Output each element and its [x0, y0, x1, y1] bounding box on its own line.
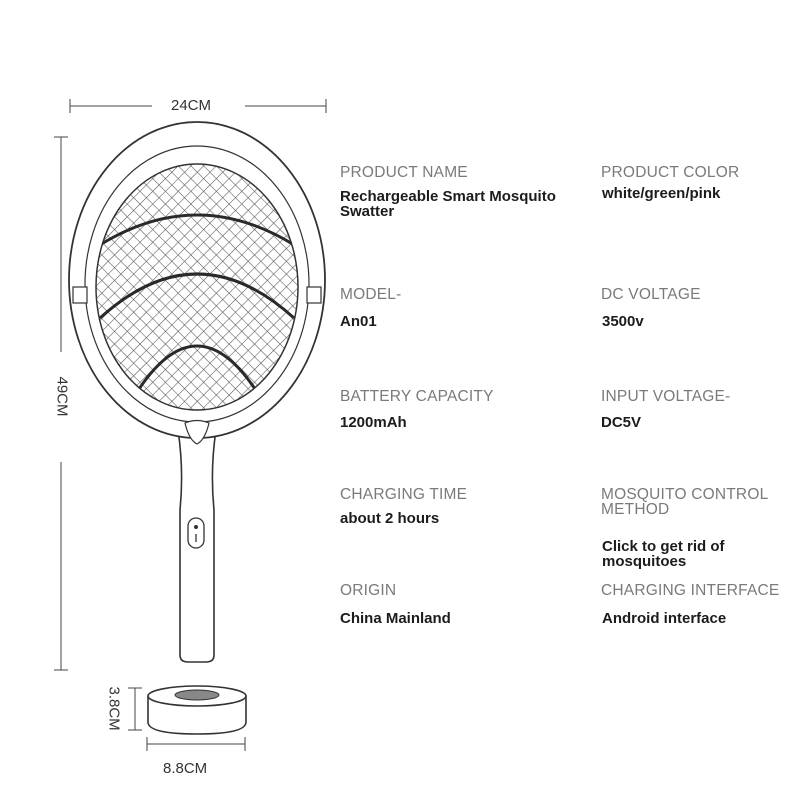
height-dimension-line [54, 136, 68, 671]
base-width-dimension-line [146, 737, 246, 751]
spec-value-charging-interface: Android interface [602, 610, 727, 627]
base-height-dimension-label: 3.8CM [105, 686, 123, 731]
spec-label-battery-capacity: BATTERY CAPACITY [340, 388, 494, 405]
spec-value-product-color: white/green/pink [602, 185, 721, 202]
charging-base [147, 685, 247, 735]
spec-value-mosquito-control-method: Click to get rid of mosquitoes [602, 538, 725, 570]
height-dimension-label: 49CM [53, 376, 71, 417]
width-dimension-label: 24CM [171, 97, 212, 114]
indicator-light [184, 419, 210, 445]
spec-label-origin: ORIGIN [340, 582, 397, 599]
swatter-mesh [95, 163, 299, 411]
spec-label-model: MODEL- [340, 286, 402, 303]
spec-value-charging-time: about 2 hours [340, 510, 440, 527]
spec-value-battery-capacity: 1200mAh [340, 414, 407, 431]
base-width-dimension-label: 8.8CM [163, 760, 208, 777]
spec-label-product-color: PRODUCT COLOR [601, 164, 740, 181]
spec-label-charging-interface: CHARGING INTERFACE [601, 582, 780, 599]
spec-label-dc-voltage: DC VOLTAGE [601, 286, 701, 303]
width-dimension-line [69, 99, 327, 113]
spec-value-input-voltage: DC5V [601, 414, 642, 431]
spec-label-mosquito-control-method: MOSQUITO CONTROL METHOD [601, 486, 768, 518]
spec-value-dc-voltage: 3500v [602, 313, 644, 330]
spec-value-model: An01 [340, 313, 377, 330]
spec-label-input-voltage: INPUT VOLTAGE- [601, 388, 731, 405]
spec-value-product-name: Rechargeable Smart Mosquito Swatter [340, 188, 556, 220]
swatter-handle [177, 429, 217, 663]
spec-label-product-name: PRODUCT NAME [340, 164, 468, 181]
spec-value-origin: China Mainland [340, 610, 451, 627]
base-height-dimension-line [128, 687, 142, 731]
spec-label-charging-time: CHARGING TIME [340, 486, 468, 503]
